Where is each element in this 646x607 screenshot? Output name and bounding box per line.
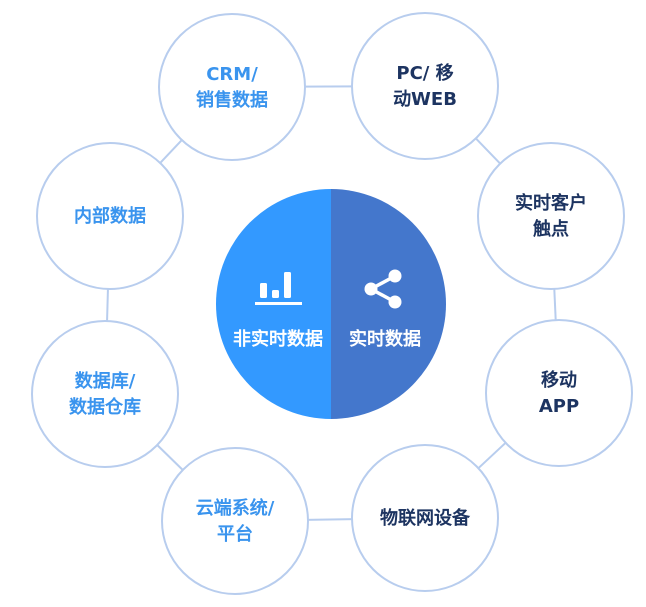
bar-chart-icon: [255, 272, 302, 305]
node-label-line: PC/ 移: [396, 62, 453, 84]
node-label-line: 数据仓库: [69, 396, 141, 418]
non-realtime-label: 非实时数据: [233, 328, 323, 350]
node-label-line: 动WEB: [393, 89, 457, 110]
node-circle: [31, 320, 179, 468]
connector-line: [155, 442, 185, 473]
node-internal: 内部数据: [36, 142, 184, 290]
node-circle: [36, 142, 184, 290]
connector-line: [105, 286, 110, 324]
connector-line: [473, 136, 503, 166]
node-circle: [477, 142, 625, 290]
node-label-line: 触点: [533, 218, 569, 240]
node-circle: [161, 447, 309, 595]
node-label-line: APP: [539, 396, 579, 417]
node-label-line: 销售数据: [196, 89, 268, 111]
node-iot: 物联网设备: [351, 444, 499, 592]
node-label-line: CRM/: [206, 64, 258, 85]
node-crm: CRM/销售数据: [158, 13, 306, 161]
share-icon: [364, 269, 402, 309]
node-label-line: 内部数据: [74, 205, 146, 227]
node-label-line: 实时客户: [515, 192, 587, 214]
node-cloud: 云端系统/平台: [161, 447, 309, 595]
node-label-line: 云端系统/: [196, 497, 275, 519]
node-label-line: 平台: [217, 523, 253, 545]
node-label-line: 数据库/: [75, 370, 136, 392]
realtime-half: [331, 189, 446, 419]
node-database: 数据库/数据仓库: [31, 320, 179, 468]
realtime-label: 实时数据: [349, 328, 421, 350]
connector-line: [476, 440, 508, 471]
center-circle: 非实时数据 实时数据: [216, 189, 446, 419]
node-label-line: 移动: [541, 369, 577, 391]
node-circle: [485, 319, 633, 467]
node-circle: [158, 13, 306, 161]
connector-ring: [105, 85, 557, 521]
node-label-line: 物联网设备: [380, 507, 471, 529]
node-mobile-app: 移动 APP: [485, 319, 633, 467]
connector-line: [158, 137, 184, 166]
node-circle: [351, 444, 499, 592]
node-circle: [351, 12, 499, 160]
connector-line: [553, 286, 557, 323]
connector-line: [305, 518, 355, 521]
